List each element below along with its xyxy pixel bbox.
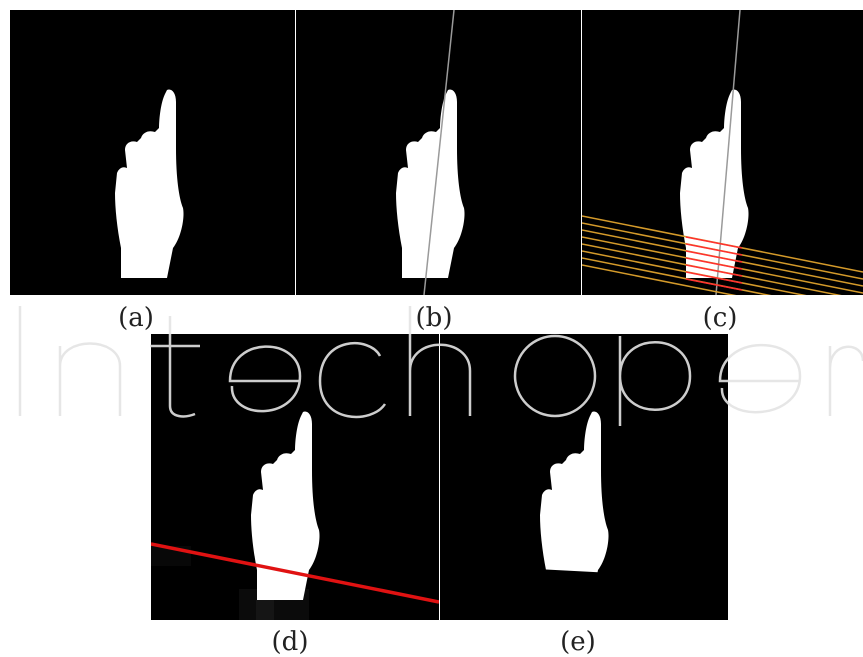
panel-b-image: [296, 10, 581, 295]
caption-d: (d): [271, 627, 309, 657]
wrist-cut-line: [151, 542, 439, 604]
hand-silhouette: [396, 89, 465, 278]
caption-b: (b): [415, 303, 453, 333]
panel-a-image: [10, 10, 295, 295]
wrist-highlight: [685, 236, 743, 291]
panel-b-svg: [396, 10, 465, 295]
panel-e-image: [440, 334, 728, 620]
panel-c-image: [582, 10, 863, 295]
caption-e: (e): [560, 627, 596, 657]
caption-a: (a): [118, 303, 154, 333]
panel-e-svg: [540, 411, 609, 579]
hand-axis-line: [423, 10, 455, 295]
caption-c: (c): [702, 303, 738, 333]
panel-a-svg: [115, 89, 184, 278]
panel-d-image: [151, 334, 439, 620]
panel-d-svg: [151, 411, 439, 620]
hand-silhouette: [115, 89, 184, 278]
hand-silhouette-cropped: [540, 411, 609, 579]
hand-axis-line: [715, 10, 741, 295]
panel-c-svg: [582, 10, 863, 295]
